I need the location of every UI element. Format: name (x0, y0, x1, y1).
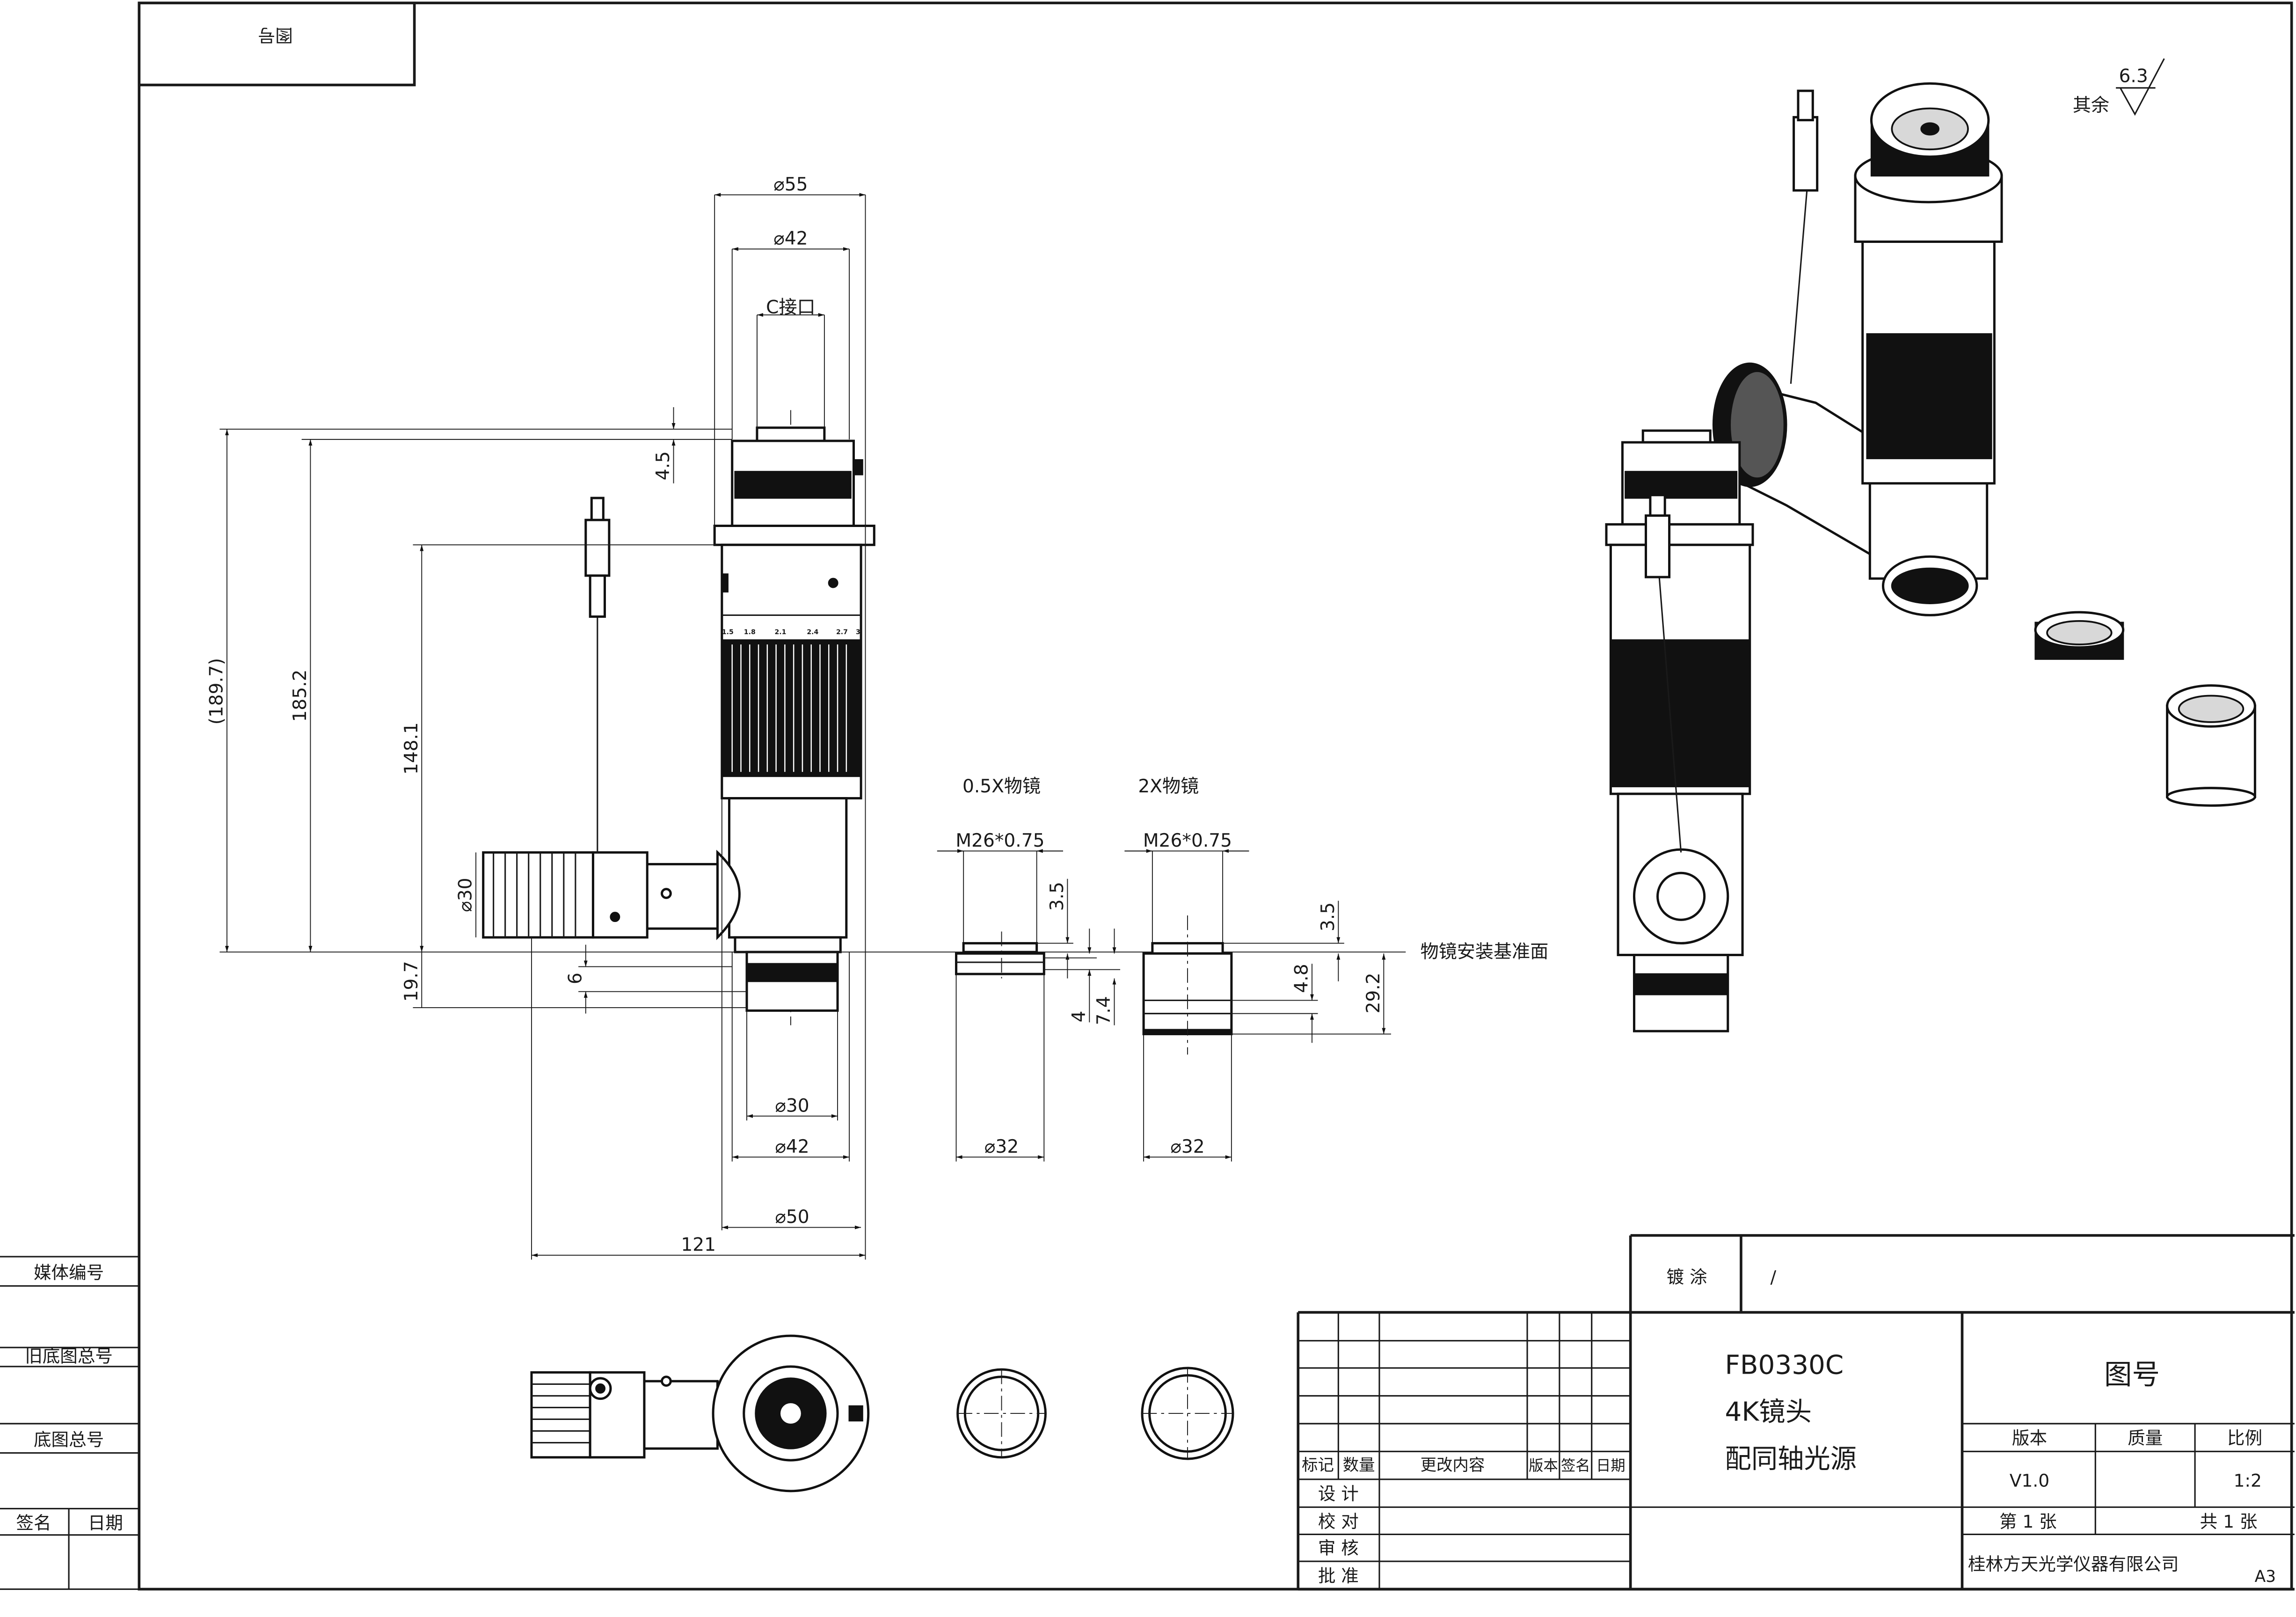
objective-0-5x-dim-3-5: 3.5 (1047, 882, 1068, 911)
dim-6: 6 (565, 973, 586, 984)
objective-2x: 2X物镜 M26*0.75 ⌀32 3.5 4.8 29.2 物镜安装基准面 (1124, 776, 1548, 1162)
svg-text:2.7: 2.7 (836, 629, 848, 636)
datum-label: 物镜安装基准面 (1421, 942, 1549, 963)
product-line1: 4K镜头 (1725, 1397, 1812, 1427)
sheet-number: 第 1 张 (1999, 1511, 2057, 1532)
objective-0-5x-dim-4: 4 (1069, 1010, 1090, 1022)
objective-0-5x-dia: ⌀32 (984, 1136, 1019, 1157)
coating-label: 镀 涂 (1667, 1266, 1707, 1287)
dim-d30: ⌀30 (775, 1095, 809, 1116)
product-code: FB0330C (1725, 1350, 1844, 1380)
rev-header-date: 日期 (1596, 1457, 1625, 1474)
title-block: 镀 涂 / 标记 数量 更改内容 版本 签名 日期 设 计 校 对 审 核 批 … (1297, 1234, 2295, 1591)
date-label: 日期 (88, 1513, 123, 1533)
objective-2x-dia: ⌀32 (1170, 1136, 1204, 1157)
roughness-value: 6.3 (2119, 66, 2148, 87)
side-table: 媒体编号 旧底图总号 底图总号 签名 日期 (0, 1256, 139, 1590)
top-tab: 图号 (138, 1, 416, 87)
main-dimensions: ⌀55 ⌀42 C接口 (189.7) 185.2 148.1 19.7 6 4… (206, 174, 1406, 1260)
svg-text:3: 3 (856, 629, 860, 636)
sheet-total: 共 1 张 (2200, 1511, 2258, 1532)
rev-header-content: 更改内容 (1421, 1456, 1485, 1475)
drawing-no-label: 图号 (2104, 1359, 2160, 1391)
objective-0-5x-thread: M26*0.75 (955, 830, 1044, 851)
svg-text:1.5: 1.5 (722, 629, 734, 636)
dim-19-7: 19.7 (401, 961, 422, 1002)
roughness-symbol: 其余 6.3 (2073, 58, 2165, 116)
role-design: 设 计 (1318, 1484, 1359, 1504)
dim-d42-top: ⌀42 (773, 228, 808, 249)
product-line2: 配同轴光源 (1725, 1444, 1857, 1474)
role-review: 审 核 (1318, 1537, 1359, 1558)
signature-label: 签名 (16, 1513, 51, 1533)
rev-header-qty: 数量 (1343, 1456, 1375, 1475)
svg-text:2.4: 2.4 (807, 629, 818, 636)
top-tab-label: 图号 (258, 25, 293, 46)
coating-value: / (1770, 1266, 1776, 1287)
scale-ring: 1.5 1.8 2.1 2.4 2.7 3 (722, 629, 860, 636)
lens-bottom-view (530, 1334, 1234, 1493)
version-label: 版本 (2012, 1428, 2047, 1449)
svg-text:2.1: 2.1 (775, 629, 787, 636)
objective-2x-dim-4-8: 4.8 (1291, 964, 1312, 993)
drawing-frame (138, 1, 2293, 1591)
lens-side-isometric (1605, 429, 1754, 1032)
objective-0-5x-dim-7-4: 7.4 (1093, 996, 1115, 1025)
mass-label: 质量 (2128, 1428, 2163, 1449)
dim-4-5: 4.5 (653, 451, 674, 480)
objective-2x-title: 2X物镜 (1138, 776, 1199, 797)
media-no-label: 媒体编号 (34, 1262, 104, 1283)
roughness-prefix: 其余 (2073, 95, 2109, 116)
dim-185-2: 185.2 (290, 670, 311, 722)
objective-0-5x-title: 0.5X物镜 (962, 776, 1041, 797)
svg-text:1.8: 1.8 (744, 629, 756, 636)
version-value: V1.0 (2010, 1470, 2049, 1491)
rev-header-version: 版本 (1529, 1457, 1558, 1474)
dim-148-1: 148.1 (401, 722, 422, 775)
rev-header-signature: 签名 (1561, 1457, 1590, 1474)
dim-d30-side: ⌀30 (455, 878, 476, 912)
dim-d42: ⌀42 (775, 1136, 809, 1157)
lens-isometric-view (1712, 82, 2256, 807)
objective-2x-dim-29-2: 29.2 (1363, 973, 1384, 1013)
paper-size: A3 (2255, 1567, 2276, 1586)
lens-front-view: 1.5 1.8 2.1 2.4 2.7 3 (482, 410, 875, 1025)
dim-189-7: (189.7) (206, 658, 227, 724)
dim-d55: ⌀55 (773, 174, 808, 195)
objective-2x-thread: M26*0.75 (1143, 830, 1232, 851)
scale-value: 1:2 (2234, 1470, 2262, 1491)
old-base-no-label: 旧底图总号 (25, 1346, 113, 1366)
role-approve: 批 准 (1318, 1566, 1359, 1586)
scale-label: 比例 (2227, 1428, 2262, 1449)
dim-121: 121 (681, 1235, 716, 1256)
role-check: 校 对 (1318, 1511, 1359, 1532)
rev-header-mark: 标记 (1302, 1456, 1334, 1475)
dim-d50: ⌀50 (775, 1207, 809, 1228)
objective-2x-dim-3-5: 3.5 (1318, 902, 1339, 931)
base-no-label: 底图总号 (34, 1429, 104, 1450)
company-name: 桂林方天光学仪器有限公司 (1968, 1554, 2179, 1574)
dim-c-mount: C接口 (766, 297, 816, 318)
objective-0-5x: 0.5X物镜 M26*0.75 ⌀32 3.5 4 7.4 (937, 776, 1121, 1162)
